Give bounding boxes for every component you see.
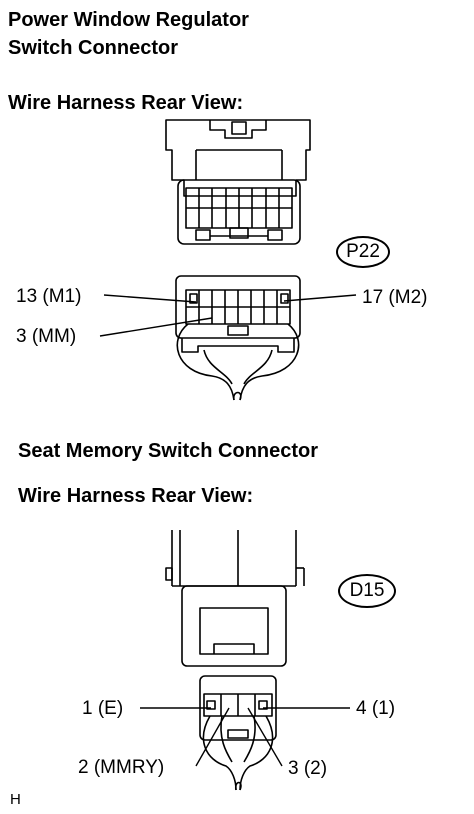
pin-label-17: 17 (M2)	[362, 287, 428, 308]
p22-switch-connector	[165, 119, 311, 245]
pin-label-2: 2 (MMRY)	[78, 757, 165, 778]
subtitle-rear-view-1: Wire Harness Rear View:	[8, 92, 244, 114]
pin-label-3: 3 (MM)	[16, 326, 77, 347]
pin-label-3b: 3 (2)	[288, 758, 328, 779]
title-power-window-line2: Switch Connector	[8, 37, 179, 59]
footer-mark: H	[10, 791, 21, 808]
pin-label-13: 13 (M1)	[16, 286, 82, 307]
connector-code-p22: P22	[336, 236, 390, 268]
pin-label-4: 4 (1)	[356, 698, 396, 719]
title-power-window-line1: Power Window Regulator	[8, 9, 249, 31]
p22-harness-connector	[175, 275, 301, 401]
subtitle-rear-view-2: Wire Harness Rear View:	[18, 485, 254, 507]
d15-leader-lines	[140, 707, 350, 767]
title-seat-memory: Seat Memory Switch Connector	[18, 440, 319, 462]
p22-leader-lines	[99, 294, 357, 337]
pin-label-1: 1 (E)	[82, 698, 124, 719]
d15-harness-connector	[199, 675, 277, 791]
d15-switch-connector	[165, 530, 305, 667]
connector-code-d15: D15	[338, 574, 396, 608]
